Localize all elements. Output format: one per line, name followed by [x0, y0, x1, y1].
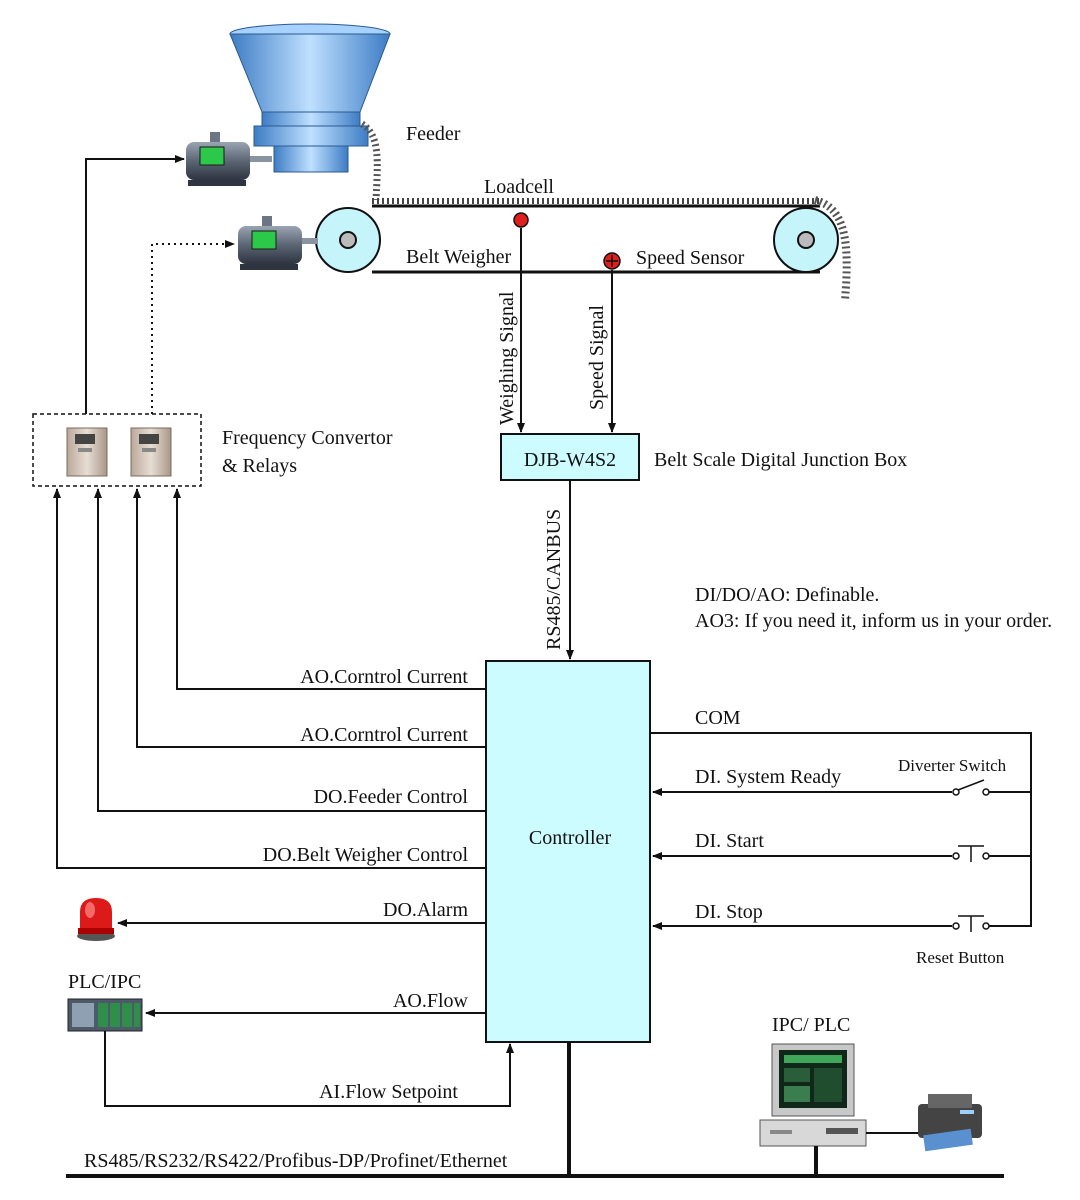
diverter-switch-icon — [952, 779, 990, 796]
right-signal-2: DI. Start — [695, 830, 764, 852]
plc-ipc-label: PLC/IPC — [68, 971, 141, 993]
reset-button-label: Reset Button — [916, 948, 1005, 967]
computer-icon — [759, 1043, 867, 1147]
bus-link-label: RS485/CANBUS — [543, 509, 565, 650]
ao-control-line-1 — [173, 488, 486, 690]
note-line-1: DI/DO/AO: Definable. — [695, 584, 879, 606]
speed-signal-label: Speed Signal — [586, 305, 608, 410]
printer-icon — [918, 1094, 982, 1152]
plc-icon — [67, 998, 143, 1032]
belt-weigher-label: Belt Weigher — [406, 246, 512, 268]
note-line-2: AO3: If you need it, inform us in your o… — [695, 610, 1052, 632]
ai-flow-setpoint-line — [104, 1031, 514, 1107]
left-signal-0: AO.Corntrol Current — [300, 666, 468, 688]
ipc-plc-label: IPC/ PLC — [772, 1014, 850, 1036]
diverter-switch-label: Diverter Switch — [898, 756, 1007, 775]
junction-box-desc: Belt Scale Digital Junction Box — [654, 449, 907, 471]
left-signal-3: DO.Belt Weigher Control — [263, 844, 469, 866]
controller-box — [485, 660, 651, 1043]
feeder-motor-line — [85, 155, 185, 414]
material-flow — [359, 121, 381, 201]
speed-sensor-icon — [603, 252, 621, 270]
ao-control-line-2 — [133, 488, 486, 748]
loadcell-sensor-icon — [513, 212, 529, 228]
feeder-motor-icon — [186, 132, 272, 186]
right-signal-0: COM — [695, 707, 741, 729]
left-signal-1: AO.Corntrol Current — [300, 724, 468, 746]
feeder-hopper-icon — [229, 23, 391, 173]
junction-box-name: DJB-W4S2 — [524, 449, 616, 471]
right-signal-3: DI. Stop — [695, 901, 763, 923]
inverter-1-icon — [66, 427, 108, 477]
speed-sensor-label: Speed Sensor — [636, 247, 745, 269]
belt-motor-icon — [238, 216, 318, 270]
weighing-signal-label: Weighing Signal — [496, 291, 518, 425]
bottom-bus-label: RS485/RS232/RS422/Profibus-DP/Profinet/E… — [84, 1150, 508, 1172]
start-button-icon — [952, 845, 990, 862]
reset-button-icon — [952, 915, 990, 932]
controller-label: Controller — [529, 827, 612, 849]
belt-conveyor — [315, 196, 851, 301]
left-signal-4: DO.Alarm — [383, 899, 468, 921]
freq-conv-label-2: & Relays — [222, 455, 297, 477]
left-signal-5: AO.Flow — [393, 990, 469, 1012]
feeder-label: Feeder — [406, 123, 461, 145]
belt-motor-line — [151, 240, 235, 414]
left-signal-6: AI.Flow Setpoint — [319, 1081, 458, 1103]
inverter-2-icon — [130, 427, 172, 477]
alarm-light-icon — [77, 898, 115, 941]
left-signal-2: DO.Feeder Control — [314, 786, 469, 808]
do-feeder-line — [94, 488, 486, 812]
right-signal-1: DI. System Ready — [695, 766, 841, 788]
do-belt-line — [53, 488, 486, 869]
com-line — [650, 732, 1032, 927]
freq-conv-label-1: Frequency Convertor — [222, 427, 393, 449]
loadcell-label: Loadcell — [484, 176, 554, 198]
frequency-convertor-group — [32, 413, 202, 487]
